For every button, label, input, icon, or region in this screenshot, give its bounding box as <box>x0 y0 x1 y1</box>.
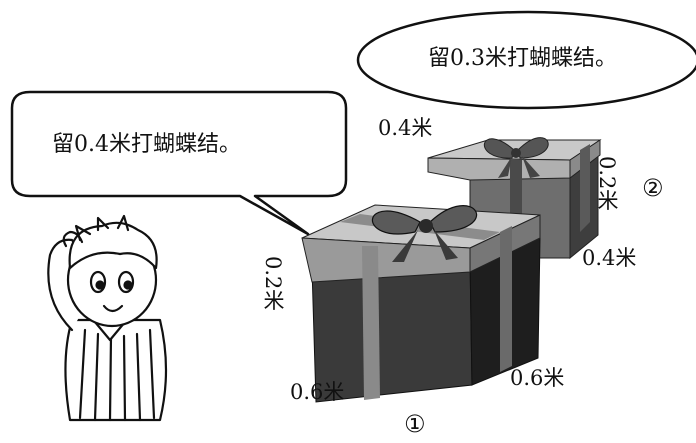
speech-text-left: 留0.4米打蝴蝶结。 <box>52 132 241 157</box>
speech-bubble-right <box>356 10 696 110</box>
child-character <box>47 214 168 422</box>
box1-length-label: 0.6米 <box>290 380 345 404</box>
box1-height-label: 0.2米 <box>261 256 285 311</box>
gift-box-1 <box>301 204 541 403</box>
speech-text-right: 留0.3米打蝴蝶结。 <box>428 46 617 71</box>
gift-box-2 <box>427 137 602 260</box>
box1-width-label: 0.6米 <box>510 366 565 390</box>
box2-number-label: ② <box>642 174 664 202</box>
box1-number-label: ① <box>404 410 426 438</box>
box2-height-label: 0.2米 <box>595 156 619 211</box>
box2-width-label: 0.4米 <box>582 246 637 270</box>
speech-bubble-left <box>10 90 348 236</box>
box2-length-label: 0.4米 <box>378 116 433 140</box>
